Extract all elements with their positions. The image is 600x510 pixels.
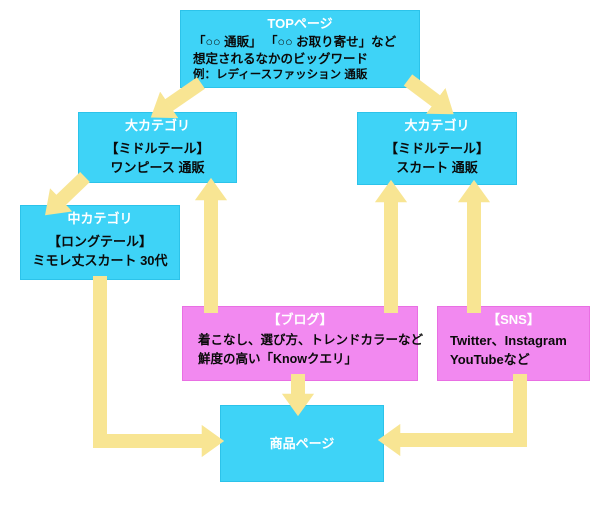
blog-title: 【ブログ】	[267, 312, 333, 327]
box-large-category-left: 大カテゴリ 【ミドルテール】 ワンピース 通販	[78, 112, 237, 183]
arrow-sns-to-product	[377, 374, 527, 457]
box-sns: 【SNS】 Twitter、Instagram YouTubeなど	[437, 306, 590, 381]
sns-line2: YouTubeなど	[450, 352, 530, 367]
top-page-title: TOPページ	[267, 16, 333, 31]
sns-title: 【SNS】	[487, 312, 540, 327]
top-page-example: 例：レディースファッション 通販	[193, 69, 368, 81]
middle-category-title: 中カテゴリ	[67, 211, 133, 226]
middle-category-line2: ミモレ丈スカート 30代	[32, 253, 168, 268]
middle-category-line1: 【ロングテール】	[47, 234, 152, 249]
box-blog: 【ブログ】 着こなし、選び方、トレンドカラーなど 鮮度の高い「Knowクエリ」	[182, 306, 424, 381]
box-product-page: 商品ページ	[220, 405, 384, 482]
box-top-page: TOPページ 「○○ 通販」 「○○ お取り寄せ」など 想定されるなかのビッグワ…	[180, 10, 420, 88]
box-large-category-right: 大カテゴリ 【ミドルテール】 スカート 通販	[357, 112, 517, 185]
blog-line1: 着こなし、選び方、トレンドカラーなど	[198, 333, 424, 347]
large-category-right-line1: 【ミドルテール】	[384, 141, 489, 156]
top-page-line2: 想定されるなかのビッグワード	[193, 52, 369, 66]
large-category-left-title: 大カテゴリ	[124, 118, 190, 133]
sns-line1: Twitter、Instagram	[450, 333, 567, 348]
large-category-left-line2: ワンピース 通販	[110, 160, 205, 175]
large-category-left-line1: 【ミドルテール】	[105, 141, 210, 156]
product-page-title: 商品ページ	[269, 435, 335, 451]
large-category-right-title: 大カテゴリ	[404, 118, 470, 133]
box-middle-category: 中カテゴリ 【ロングテール】 ミモレ丈スカート 30代	[20, 205, 180, 280]
blog-line2: 鮮度の高い「Knowクエリ」	[198, 352, 358, 366]
large-category-right-line2: スカート 通販	[396, 160, 478, 175]
top-page-line1: 「○○ 通販」 「○○ お取り寄せ」など	[193, 35, 397, 49]
